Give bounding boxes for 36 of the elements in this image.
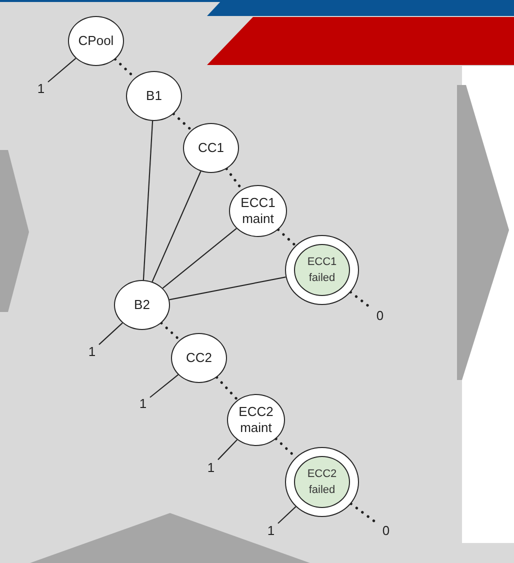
state-circle [126,71,182,121]
connector-line [150,374,179,398]
connector-line [142,120,154,280]
node-label: B1 [146,88,162,104]
node-label: ECC1 failed [306,254,338,286]
connector-line [152,171,202,282]
node-label: CC2 [186,350,212,366]
connector-line [162,228,237,289]
node-label: CPool [78,33,114,49]
connector-line [169,276,286,300]
multiplicity-number: 0 [381,522,391,538]
connector-line [48,58,76,82]
dotted-connector [276,228,297,247]
node-label: ECC1 maint [240,195,276,227]
node-label: ECC2 maint [238,404,274,436]
state-circle [227,394,285,446]
multiplicity-number: 1 [138,396,148,410]
dotted-connector [215,376,239,402]
state-circle [229,185,287,237]
multiplicity-number: 1 [87,344,97,358]
multiplicity-number: 1 [36,80,46,96]
node-label: ECC2 failed [306,466,338,498]
state-circle [171,333,227,383]
connector-line [98,322,123,345]
connector-line [278,506,296,524]
dotted-connector [160,322,181,342]
state-circle [183,123,239,173]
node-label: CC1 [198,140,224,156]
multiplicity-number: 0 [375,308,385,322]
state-circle [68,16,124,66]
state-circle [114,280,170,330]
dotted-connector [172,112,193,132]
connector-line [218,439,238,460]
node-label: B2 [134,297,150,313]
multiplicity-number: 1 [206,460,216,474]
multiplicity-number: 1 [266,522,276,538]
